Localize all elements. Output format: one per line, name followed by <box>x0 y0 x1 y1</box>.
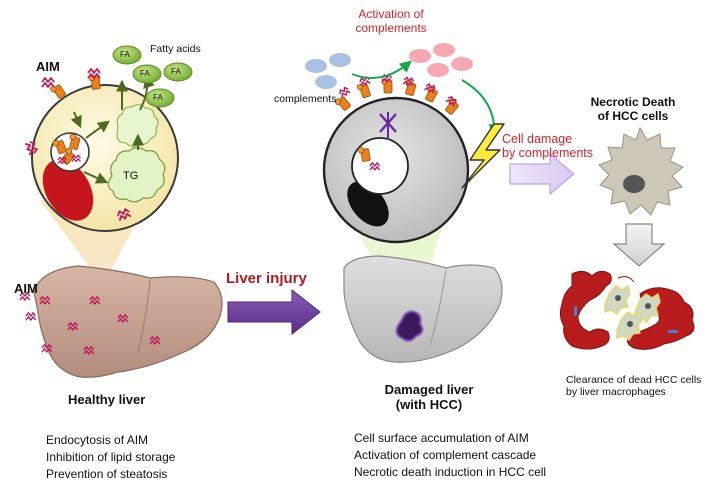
damaged-point: Cell surface accumulation of AIM <box>354 431 529 445</box>
tumor-hcc <box>395 310 424 343</box>
activation-label-line2: complements <box>355 20 427 35</box>
liver-injury-arrow <box>227 288 321 336</box>
activation-label-line1: Activation of <box>358 7 424 21</box>
fa-badge-3: FA <box>171 67 181 76</box>
damaged-title-line2: (with HCC) <box>395 396 463 412</box>
healthy-liver <box>19 265 223 378</box>
healthy-point: Endocytosis of AIM <box>46 433 149 447</box>
healthy-point: Inhibition of lipid storage <box>46 450 176 464</box>
damaged-liver-title: Damaged liver (with HCC) <box>374 382 484 413</box>
damaged-liver <box>343 255 503 363</box>
cell-damage-label-line1: Cell damage <box>502 132 573 146</box>
complement-proteins <box>305 53 351 89</box>
clearance-label-line1: Clearance of dead HCC cells <box>566 374 702 386</box>
damaged-hcc-cell <box>322 74 470 244</box>
clearance-arrow <box>612 223 666 267</box>
aim-label-liver: AIM <box>14 281 38 296</box>
fa-badge-1: FA <box>120 50 130 59</box>
cell-damage-label: Cell damage by complements <box>502 132 593 161</box>
cell-damage-label-line2: by complements <box>502 146 594 161</box>
fatty-acid-group <box>112 45 193 108</box>
damaged-liver-points: Cell surface accumulation of AIM Activat… <box>354 430 546 481</box>
damaged-point: Necrotic death induction in HCC cell <box>354 465 547 479</box>
liver-injury-label: Liver injury <box>226 270 307 287</box>
damaged-point: Activation of complement cascade <box>354 448 537 462</box>
aim-label-top: AIM <box>36 59 60 74</box>
healthy-liver-points: Endocytosis of AIM Inhibition of lipid s… <box>46 432 175 483</box>
activation-label: Activation of complements <box>336 7 446 36</box>
tg-label: TG <box>123 170 139 182</box>
fa-badge-4: FA <box>153 93 163 102</box>
healthy-hepatocyte <box>24 68 179 232</box>
necrotic-title-line1: Necrotic Death <box>590 95 676 109</box>
necrotic-title-line2: of HCC cells <box>597 108 669 123</box>
fatty-acids-label: Fatty acids <box>150 43 201 55</box>
complements-label: complements <box>274 93 337 105</box>
fa-badge-2: FA <box>140 69 150 78</box>
lightning-bolt-icon <box>461 123 505 189</box>
healthy-point: Prevention of steatosis <box>46 467 168 481</box>
necrotic-death-title: Necrotic Death of HCC cells <box>574 95 692 124</box>
clearance-label-line2: by liver macrophages <box>566 386 666 399</box>
lipid-droplet <box>107 146 166 203</box>
damaged-title-line1: Damaged liver <box>384 382 474 397</box>
macrophages <box>559 270 695 350</box>
necrotic-cell <box>598 126 684 216</box>
activated-complements <box>409 43 473 77</box>
progression-arrow <box>509 152 575 196</box>
clearance-label: Clearance of dead HCC cells by liver mac… <box>566 374 701 398</box>
healthy-liver-title: Healthy liver <box>68 392 146 407</box>
